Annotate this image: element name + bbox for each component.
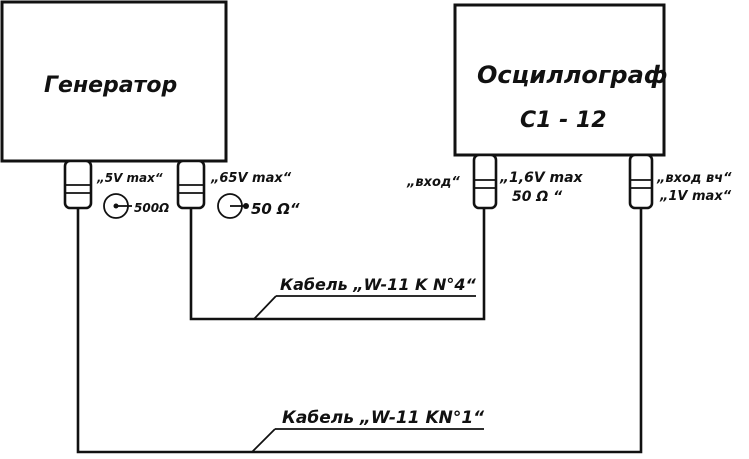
oscilloscope-input-2-connector bbox=[628, 153, 654, 210]
generator-output-1-connector bbox=[63, 159, 93, 210]
generator-label: Генератор bbox=[44, 73, 177, 98]
input-2-name-label: „вход вч“ bbox=[656, 171, 732, 186]
oscilloscope-model: С1 - 12 bbox=[520, 108, 607, 133]
cable-upper-label: Кабель „W-11 K N°4“ bbox=[280, 275, 477, 294]
cable-lower-wire bbox=[76, 206, 643, 454]
generator-block: Генератор bbox=[0, 0, 228, 163]
input-1-name-label: „вход“ bbox=[406, 175, 460, 190]
input-2-spec-label: „1V max“ bbox=[659, 189, 732, 204]
cable-lower-label-group: Кабель „W-11 KN°1“ bbox=[251, 408, 485, 453]
generator-output-2-connector bbox=[176, 159, 206, 210]
oscilloscope-label: Осциллограф bbox=[477, 61, 668, 89]
output-2-voltage-label: „65V max“ bbox=[210, 171, 292, 186]
cable-upper-wire bbox=[189, 206, 486, 321]
output-2-symbol-icon bbox=[217, 193, 249, 219]
oscilloscope-block: Осциллограф С1 - 12 bbox=[453, 3, 668, 157]
output-2-impedance-label: 50 Ω“ bbox=[251, 200, 300, 218]
output-1-voltage-label: „5V max“ bbox=[96, 171, 163, 185]
output-1-impedance-label: 500Ω bbox=[134, 201, 169, 215]
output-1-symbol-icon bbox=[103, 193, 132, 219]
cable-upper-label-group: Кабель „W-11 K N°4“ bbox=[253, 275, 477, 320]
input-1-spec-label: „1,6V max bbox=[499, 170, 584, 186]
input-1-impedance-label: 50 Ω “ bbox=[512, 189, 563, 205]
oscilloscope-input-1-connector bbox=[472, 153, 498, 210]
cable-lower-label: Кабель „W-11 KN°1“ bbox=[282, 408, 485, 428]
